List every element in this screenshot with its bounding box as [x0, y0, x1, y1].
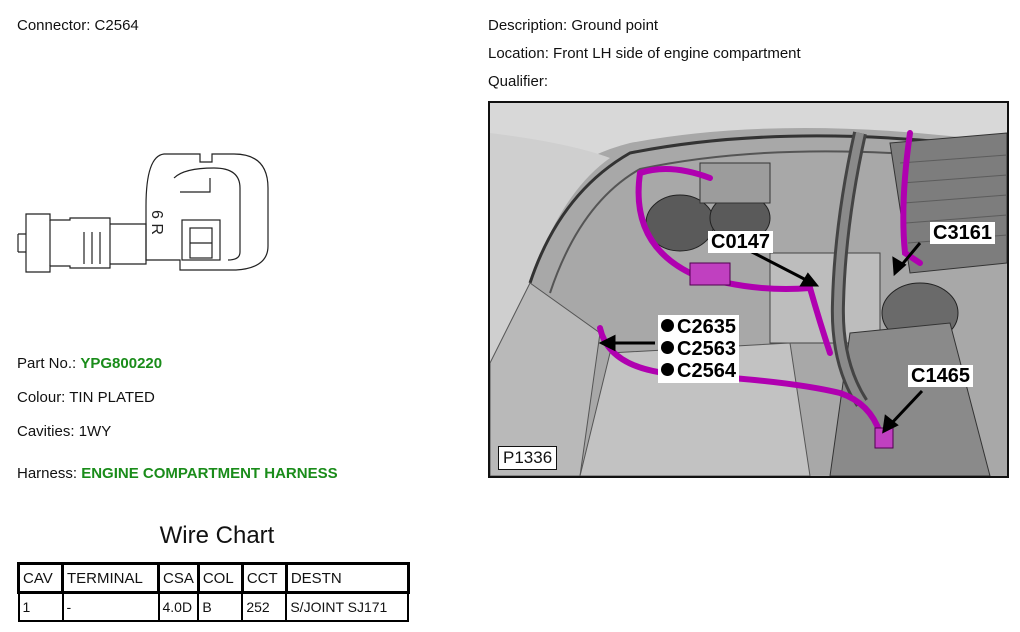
qualifier-line: Qualifier: [488, 73, 548, 90]
callout-c0147: C0147 [708, 231, 773, 253]
figure-reference: P1336 [498, 446, 558, 470]
bullet-dot-icon [661, 341, 674, 354]
description-value: Ground point [571, 17, 659, 34]
callout-list-text: C2635 [677, 316, 736, 338]
location-value: Front LH side of engine compartment [553, 45, 801, 62]
colour-line: Colour: TIN PLATED [17, 389, 155, 406]
harness-value[interactable]: ENGINE COMPARTMENT HARNESS [81, 465, 338, 482]
callout-list-text: C2564 [677, 360, 736, 382]
cavities-label: Cavities: [17, 423, 79, 440]
header-csa: CSA [157, 562, 200, 594]
callout-c3161: C3161 [930, 222, 995, 244]
cell-terminal: - [61, 591, 160, 622]
table-row: 1 - 4.0D B 252 S/JOINT SJ171 [17, 591, 410, 622]
header-col: COL [196, 562, 244, 594]
callout-connector-list: C2635 C2563 C2564 [658, 315, 739, 383]
engine-compartment-image: C0147 C3161 C1465 C2635 C2563 C2564 P133… [488, 101, 1009, 478]
description-label: Description: [488, 17, 572, 34]
part-number-label: Part No.: [17, 355, 81, 372]
bullet-dot-icon [661, 363, 674, 376]
connector-label: Connector: [17, 17, 95, 34]
cell-col: B [197, 591, 244, 622]
cell-csa: 4.0D [157, 591, 200, 622]
callout-c1465: C1465 [908, 365, 973, 387]
part-number-value[interactable]: YPG800220 [80, 355, 163, 372]
connector-drawing: 6 R [17, 153, 269, 273]
connector-line: Connector: C2564 [17, 17, 139, 34]
callout-list-text: C2563 [677, 338, 736, 360]
cavities-value: 1WY [78, 423, 112, 440]
callout-list-item: C2563 [661, 338, 736, 360]
cell-cct: 252 [241, 591, 288, 622]
harness-line: Harness: ENGINE COMPARTMENT HARNESS [17, 465, 338, 482]
connector-drawing-label: 6 R [148, 210, 165, 235]
harness-label: Harness: [17, 465, 82, 482]
cell-cav: 1 [17, 591, 64, 622]
engine-illustration [490, 103, 1007, 476]
wire-chart-title: Wire Chart [159, 522, 275, 549]
wire-chart-table: CAV TERMINAL CSA COL CCT DESTN 1 - 4.0D … [17, 562, 410, 622]
header-cav: CAV [17, 562, 64, 594]
description-line: Description: Ground point [488, 17, 658, 34]
header-terminal: TERMINAL [61, 562, 160, 594]
colour-label: Colour: [17, 389, 70, 406]
header-cct: CCT [240, 562, 288, 594]
bullet-dot-icon [661, 319, 674, 332]
part-number-line: Part No.: YPG800220 [17, 355, 162, 372]
connector-value: C2564 [94, 17, 139, 34]
callout-list-item: C2564 [661, 360, 736, 382]
colour-value: TIN PLATED [69, 389, 155, 406]
qualifier-label: Qualifier: [488, 73, 549, 90]
wire-chart-header-row: CAV TERMINAL CSA COL CCT DESTN [17, 562, 410, 594]
header-destn: DESTN [284, 562, 410, 594]
location-label: Location: [488, 45, 554, 62]
location-line: Location: Front LH side of engine compar… [488, 45, 801, 62]
cavities-line: Cavities: 1WY [17, 423, 111, 440]
callout-list-item: C2635 [661, 316, 736, 338]
cell-destn: S/JOINT SJ171 [285, 591, 410, 622]
